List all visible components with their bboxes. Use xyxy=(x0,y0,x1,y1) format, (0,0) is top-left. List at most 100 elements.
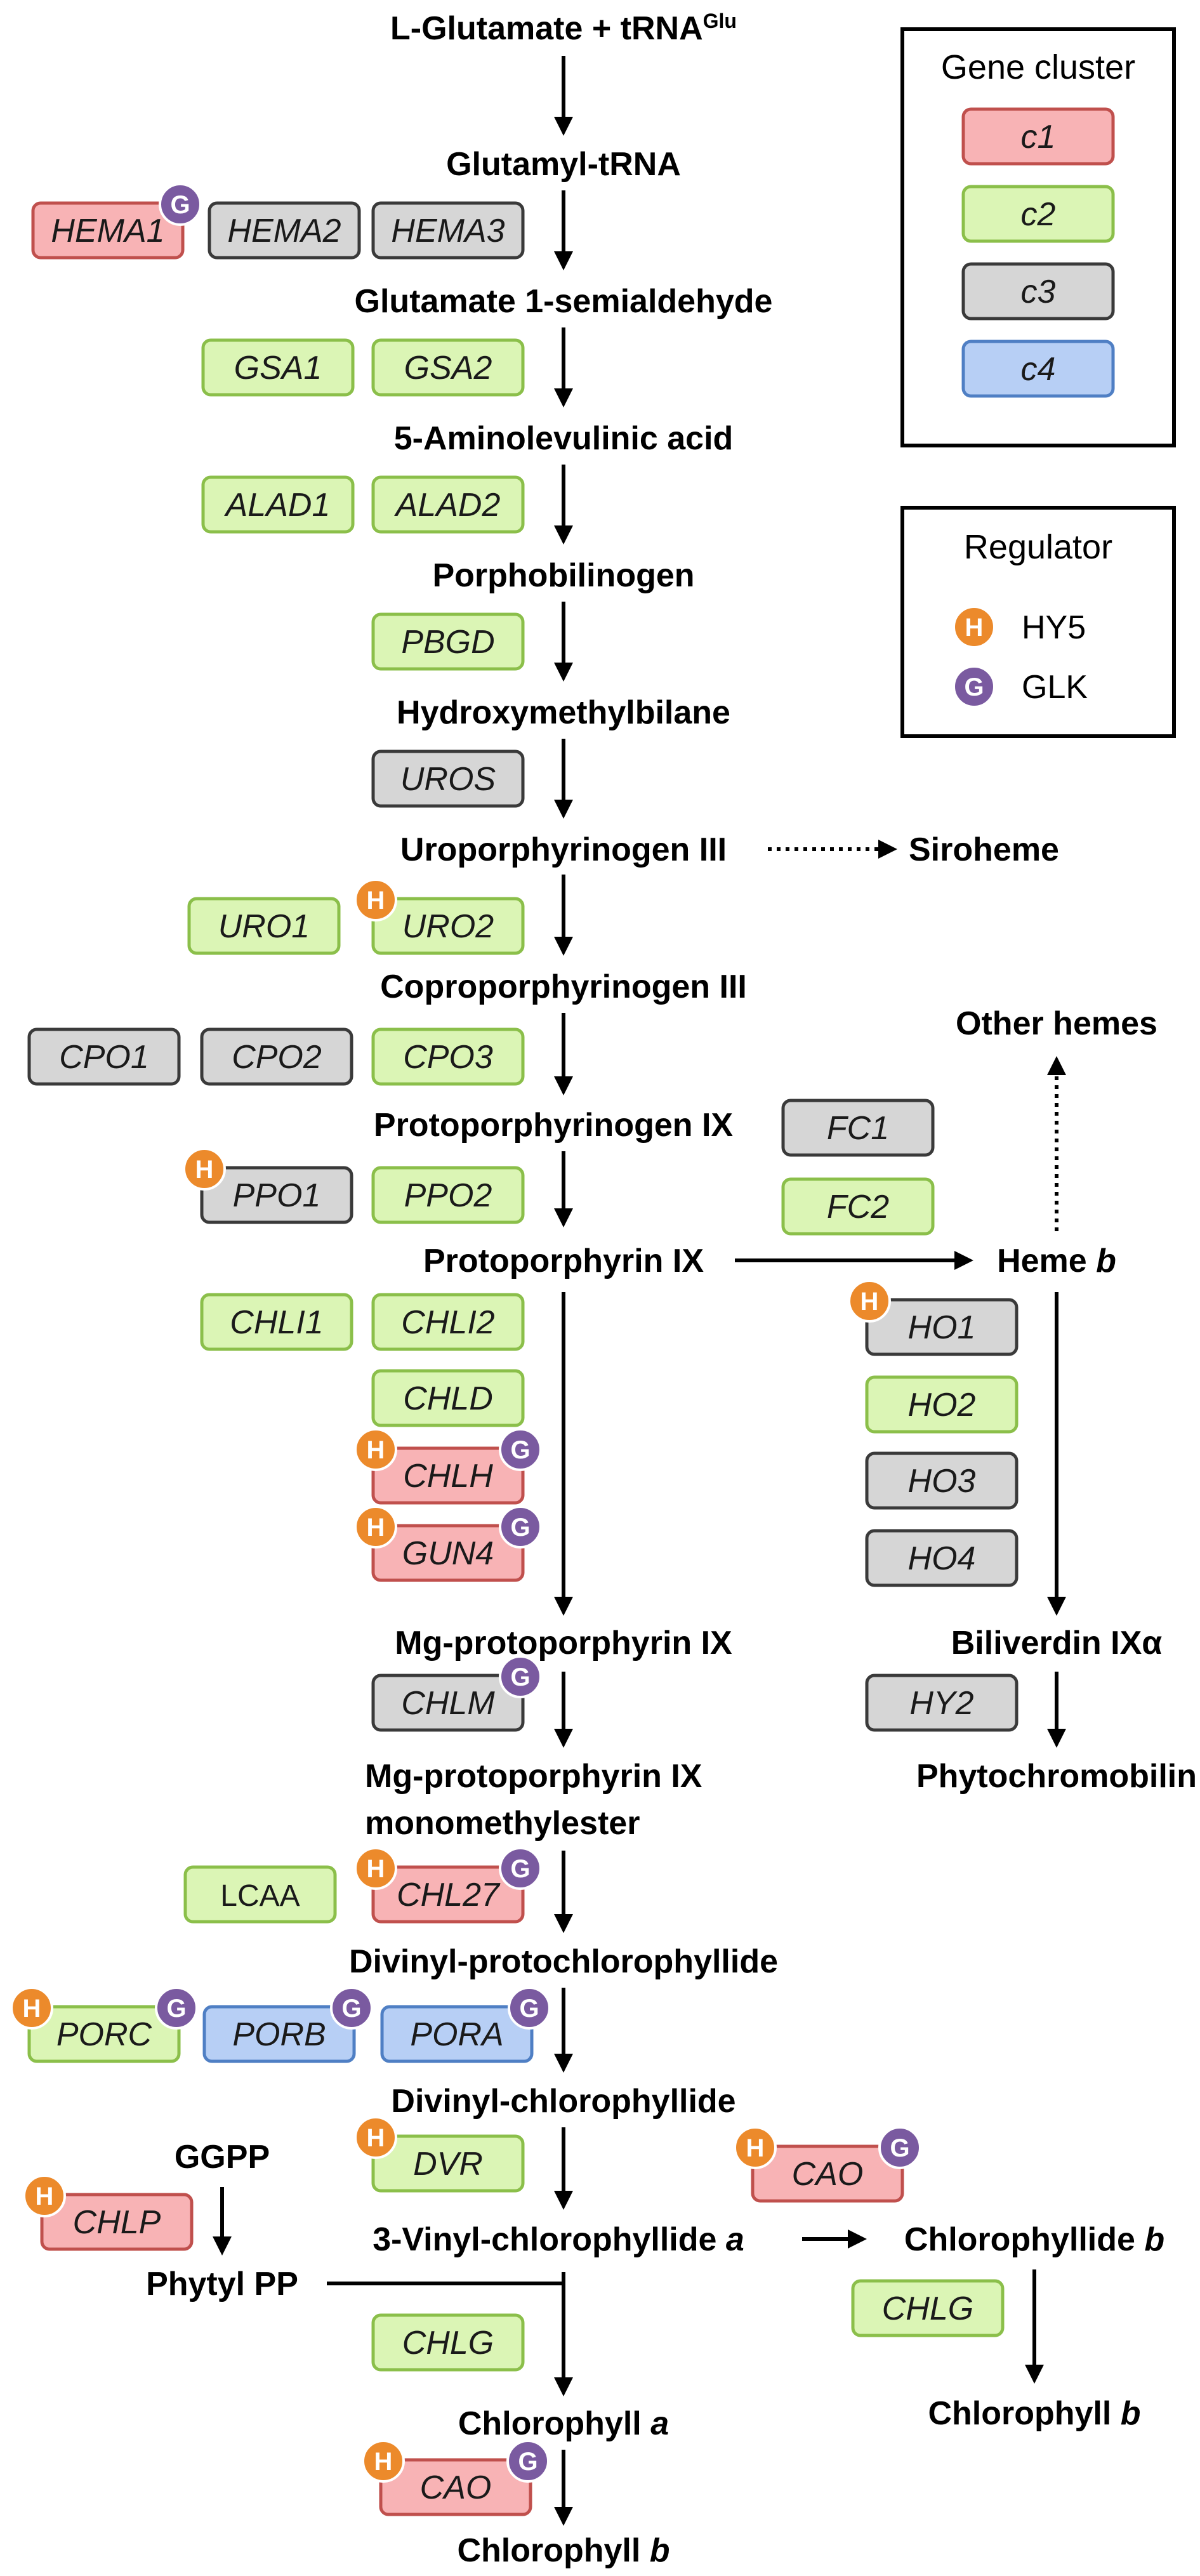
gene-box-ho4: HO4 xyxy=(865,1529,1019,1587)
gene-box-frame xyxy=(200,1166,353,1224)
gene-label: CHLP xyxy=(73,2204,161,2241)
svg-text:G: G xyxy=(964,673,984,701)
gene-box-frame xyxy=(187,897,341,955)
metabolite-protoporphyrin: Protoporphyrin IX xyxy=(423,1243,704,1279)
svg-text:H: H xyxy=(965,614,984,642)
gene-label: HO1 xyxy=(908,1309,976,1346)
gene-box-frame xyxy=(371,475,525,534)
gene-box-hema2: HEMA2 xyxy=(208,201,361,260)
gene-box-frame xyxy=(781,1099,935,1157)
gene-label: GSA2 xyxy=(404,350,492,386)
metabolite-chlorophyll-b-bottom: Chlorophyll b xyxy=(457,2532,669,2569)
gene-box-pbgd: PBGD xyxy=(371,612,525,671)
gene-box-frame xyxy=(371,750,525,808)
gene-box-frame xyxy=(31,201,185,260)
gene-label: HY2 xyxy=(909,1685,973,1722)
metabolite-glutamate-semialdehyde: Glutamate 1-semialdehyde xyxy=(355,283,773,320)
gene-box-frame xyxy=(201,475,355,534)
gene-box-alad2: ALAD2 xyxy=(371,475,525,534)
svg-text:c4: c4 xyxy=(1021,351,1056,388)
metabolite-siroheme: Siroheme xyxy=(909,831,1059,868)
gene-box-ho2: HO2 xyxy=(865,1375,1019,1434)
glk-badge: G xyxy=(499,1655,542,1698)
svg-text:c3: c3 xyxy=(1021,274,1056,310)
gene-label: CHLI1 xyxy=(230,1304,323,1341)
gene-box-frame xyxy=(371,1027,525,1086)
glk-badge: G xyxy=(953,665,996,708)
gene-box-frame xyxy=(380,2005,534,2063)
gene-label: ALAD2 xyxy=(394,487,501,524)
glk-badge: G xyxy=(330,1986,373,2030)
gene-box-cpo3: CPO3 xyxy=(371,1027,525,1086)
metabolite-mg-protoporphyrin: Mg-protoporphyrin IX xyxy=(395,1625,732,1661)
svg-text:G: G xyxy=(166,1995,186,2023)
gene-label: CHLD xyxy=(403,1380,493,1417)
gene-label: FC1 xyxy=(827,1110,889,1147)
gene-label: HO3 xyxy=(908,1463,976,1500)
glk-badge: G xyxy=(506,2440,550,2483)
gene-box-dvr: DVR H xyxy=(354,2116,525,2193)
metabolite-glutamyl-trna: Glutamyl-tRNA xyxy=(446,146,681,183)
gene-box-frame xyxy=(371,338,525,397)
gene-box-frame xyxy=(751,2144,904,2203)
gene-box-frame xyxy=(371,612,525,671)
gene-box-frame xyxy=(201,338,355,397)
gene-box-chlg-right: CHLG xyxy=(851,2279,1005,2337)
gene-box-frame xyxy=(40,2193,194,2251)
gene-box-frame xyxy=(781,1177,935,1236)
metabolite-aminolevulinic-acid: 5-Aminolevulinic acid xyxy=(394,420,734,457)
gene-box-fc2: FC2 xyxy=(781,1177,935,1236)
hy5-badge: H xyxy=(183,1147,226,1191)
svg-text:G: G xyxy=(341,1995,361,2023)
legend-cluster-c2: c2 xyxy=(961,185,1115,243)
gene-box-frame xyxy=(371,2134,525,2193)
legend-cluster-c1: c1 xyxy=(961,107,1115,166)
gene-label: HEMA2 xyxy=(227,213,341,249)
gene-box-gsa2: GSA2 xyxy=(371,338,525,397)
svg-text:H: H xyxy=(23,1995,41,2023)
metabolite-ggpp: GGPP xyxy=(175,2139,270,2176)
gene-box-ho3: HO3 xyxy=(865,1451,1019,1510)
metabolites: L-Glutamate + tRNAGlu Glutamyl-tRNA Glut… xyxy=(146,10,1197,2569)
metabolite-divinyl-protochlorophyllide: Divinyl-protochlorophyllide xyxy=(349,1943,778,1980)
gene-box-chld: CHLD xyxy=(371,1369,525,1427)
gene-box-frame xyxy=(371,897,525,955)
legend-gene-cluster-title: Gene cluster xyxy=(941,48,1135,86)
svg-text:H: H xyxy=(367,2124,385,2152)
gene-label: HEMA1 xyxy=(51,213,164,249)
gene-box-chli1: CHLI1 xyxy=(200,1293,353,1351)
svg-text:H: H xyxy=(860,1288,879,1316)
metabolite-protoporphyrinogen: Protoporphyrinogen IX xyxy=(374,1107,734,1144)
svg-text:GLK: GLK xyxy=(1022,669,1088,706)
svg-text:G: G xyxy=(510,1436,530,1464)
metabolite-mg-proto-mme-line2: monomethylester xyxy=(365,1805,640,1842)
metabolite-coproporphyrinogen: Coproporphyrinogen III xyxy=(380,968,747,1005)
gene-box-gsa1: GSA1 xyxy=(201,338,355,397)
gene-box-lcaa: LCAA xyxy=(183,1865,337,1924)
gene-label: DVR xyxy=(413,2146,483,2183)
svg-text:G: G xyxy=(510,1663,530,1691)
metabolite-vinyl-chlorophyllide-a: 3-Vinyl-chlorophyllide a xyxy=(373,2221,744,2258)
gene-box-hy2: HY2 xyxy=(865,1674,1019,1732)
gene-label: PPO1 xyxy=(233,1177,321,1214)
gene-box-frame xyxy=(200,1027,353,1086)
svg-text:G: G xyxy=(890,2134,909,2162)
gene-box-frame xyxy=(371,1293,525,1351)
gene-box-frame xyxy=(865,1674,1019,1732)
metabolite-chlorophyllide-b: Chlorophyllide b xyxy=(904,2221,1164,2258)
metabolite-porphobilinogen: Porphobilinogen xyxy=(432,557,694,594)
gene-box-frame xyxy=(183,1865,337,1924)
gene-box-frame xyxy=(371,1446,525,1505)
gene-box-frame xyxy=(371,2313,525,2372)
metabolite-chlorophyll-b-right: Chlorophyll b xyxy=(928,2395,1140,2432)
metabolite-biliverdin: Biliverdin IXα xyxy=(951,1625,1163,1661)
svg-text:HY5: HY5 xyxy=(1022,609,1086,646)
gene-label: LCAA xyxy=(220,1879,300,1913)
gene-box-uro1: URO1 xyxy=(187,897,341,955)
metabolite-chlorophyll-a: Chlorophyll a xyxy=(458,2405,669,2442)
